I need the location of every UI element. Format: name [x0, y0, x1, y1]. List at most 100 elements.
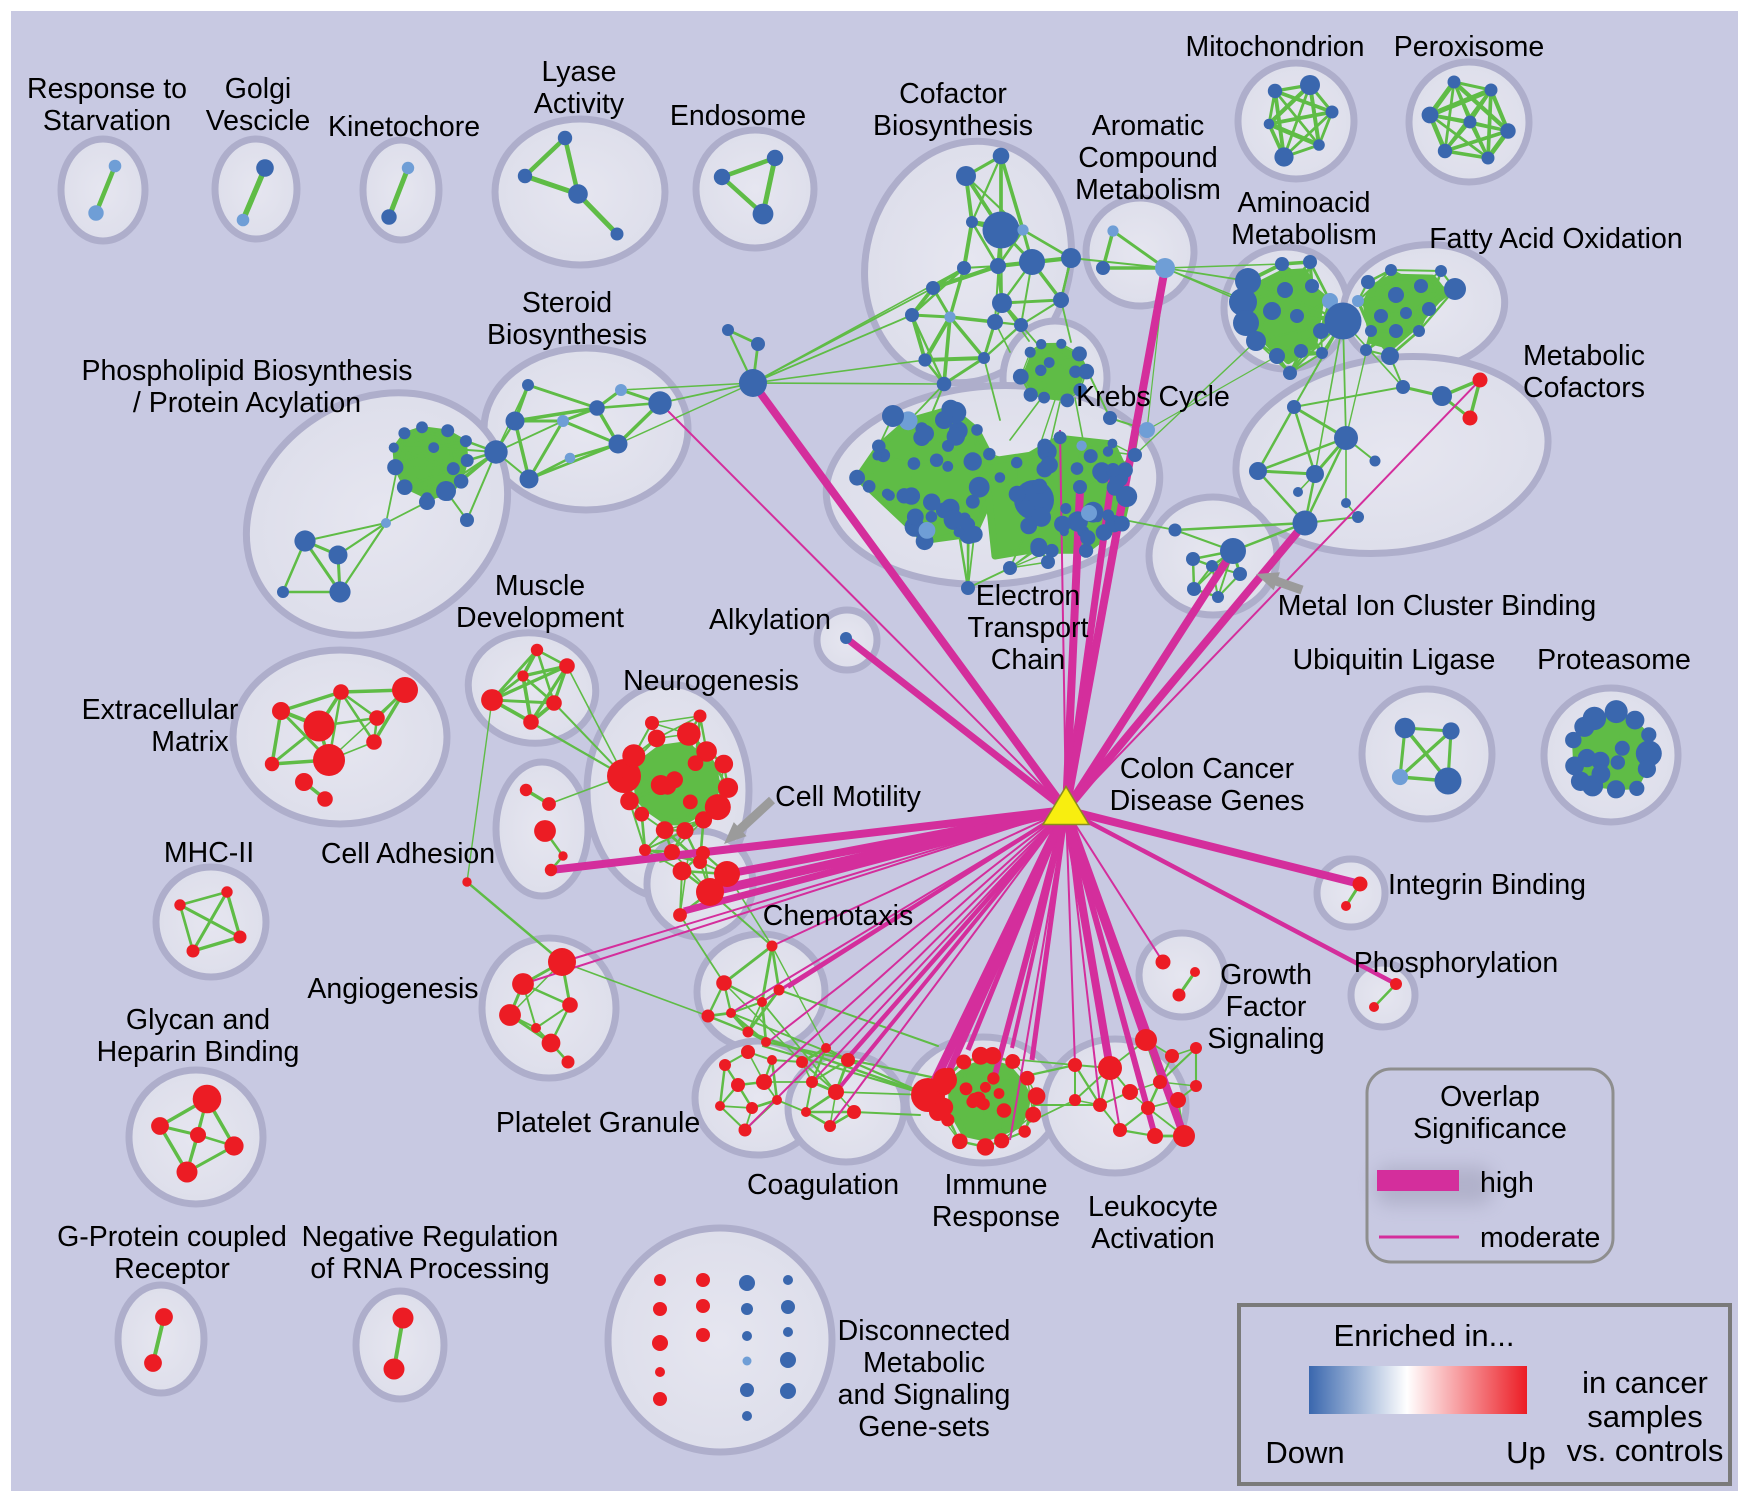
edge-phospholipid [385, 432, 406, 524]
gene-set-node-lightblue [944, 311, 956, 323]
edge-cofactor-biosynthesis [942, 356, 986, 386]
overlap-edge-moderate [744, 809, 1067, 1131]
cluster-label-proteasome: Proteasome [1537, 644, 1691, 676]
overlap-edge-moderate [761, 809, 1067, 1003]
edge-platelet-granule [718, 1063, 727, 1108]
gene-set-node-blue [1300, 75, 1320, 95]
gene-set-node-red [186, 944, 200, 958]
gene-set-node-lightblue [1391, 768, 1409, 786]
gene-set-node-lightblue [742, 1356, 752, 1366]
cluster-label-negative-regulation-rna: of RNA Processing [310, 1253, 549, 1285]
gene-set-node-red [687, 755, 704, 771]
gene-set-node-red [664, 844, 680, 860]
gene-set-node-blue [1187, 582, 1201, 596]
cluster-label-golgi-vescicle: Vescicle [206, 105, 311, 137]
gene-set-node-red [993, 1088, 1005, 1099]
inter-cluster-edge [566, 665, 625, 777]
overlap-edge-moderate [522, 809, 1067, 985]
gene-set-node-blue [1292, 510, 1318, 536]
edge-cofactor-biosynthesis [970, 154, 1003, 224]
gene-set-node-blue [1220, 538, 1246, 564]
inter-cluster-edge [1164, 263, 1283, 269]
gene-set-node-blue [1414, 279, 1428, 293]
cluster-label-immune-response: Immune [945, 1169, 1048, 1201]
legend-overlap-title: Overlap [1440, 1081, 1540, 1113]
inter-cluster-edge [495, 420, 564, 453]
cluster-label-golgi-vescicle: Golgi [225, 73, 292, 105]
gene-set-node-red [742, 1026, 754, 1038]
gene-set-node-red [731, 1078, 745, 1092]
cluster-label-coagulation: Coagulation [747, 1169, 899, 1201]
cluster-label-electron-transport-chain: Electron [976, 580, 1081, 612]
legend-enriched-caption: in cancer [1582, 1365, 1708, 1400]
gene-set-node-red [1341, 901, 1351, 911]
gene-set-node-lightblue [615, 384, 627, 396]
gene-set-node-blue [1019, 249, 1045, 275]
legend-high-bar [1377, 1170, 1459, 1191]
edge-mhc-ii [178, 903, 242, 939]
gene-set-node-red [824, 1120, 836, 1132]
gene-set-node-blue [1040, 456, 1058, 474]
gene-set-node-blue [1293, 487, 1303, 497]
gene-set-node-red [696, 1328, 710, 1342]
gene-set-node-red [1018, 1125, 1031, 1138]
legend-gradient-bar [1309, 1366, 1527, 1414]
overlap-edge-high [1065, 806, 1361, 888]
gene-set-node-blue [1031, 507, 1052, 527]
cluster-label-steroid-biosynthesis: Steroid [522, 287, 612, 319]
gene-set-node-blue [1316, 347, 1328, 359]
legend-high-label: high [1480, 1167, 1534, 1199]
inter-cluster-edge [1070, 257, 1166, 269]
gene-set-node-blue [1060, 503, 1072, 514]
cluster-label-neurogenesis: Neurogenesis [623, 665, 799, 697]
gene-set-node-blue [840, 632, 852, 644]
cluster-label-lyase-activity: Activity [534, 88, 625, 120]
edge-phospholipid [403, 467, 455, 489]
gene-set-node-red [176, 1161, 198, 1183]
gene-set-node-blue [943, 509, 964, 530]
gene-set-node-blue [739, 369, 767, 397]
gene-set-node-blue [388, 442, 399, 453]
gene-set-node-red [1170, 1092, 1186, 1108]
gene-set-node-red [546, 695, 562, 711]
inter-cluster-edge [983, 357, 1001, 421]
overlap-edge-high [749, 380, 1070, 813]
edge-mitochondrion [1266, 121, 1322, 148]
gene-set-node-blue [453, 474, 469, 489]
gene-set-node-red [1462, 410, 1478, 426]
legend-overlap-box [1365, 1067, 1615, 1264]
legend-moderate-label: moderate [1480, 1222, 1600, 1254]
gene-set-node-red [548, 948, 576, 976]
gene-set-node-red [696, 1299, 710, 1313]
edge-mhc-ii [191, 935, 242, 953]
gene-set-node-blue [294, 530, 316, 552]
gene-set-node-blue [1463, 115, 1477, 129]
gene-set-node-blue [1128, 448, 1142, 462]
inter-cluster-edge [761, 1044, 930, 1097]
cluster-label-immune-response: Response [932, 1201, 1060, 1233]
edge-golgi-vescicle [240, 165, 268, 223]
gene-set-node-blue [1043, 357, 1055, 368]
gene-set-node-red [620, 791, 639, 811]
gene-set-node-red [672, 861, 692, 881]
gene-set-node-red [987, 1072, 1000, 1085]
cluster-label-leukocyte-activation: Leukocyte [1088, 1191, 1218, 1223]
gene-set-node-red [544, 863, 558, 877]
gene-set-node-red [933, 1068, 957, 1092]
cluster-label-phosphorylation: Phosphorylation [1354, 947, 1558, 979]
gene-set-node-red [531, 1023, 541, 1033]
gene-set-node-blue [742, 1411, 752, 1421]
gene-set-node-blue [1381, 347, 1399, 365]
gene-set-node-blue [419, 494, 435, 510]
edge-metabolic-cofactors [1256, 469, 1317, 476]
legend-enriched-box [1237, 1303, 1732, 1486]
cluster-label-endosome: Endosome [670, 100, 806, 132]
gene-set-node-lightblue [1076, 440, 1087, 451]
gene-set-node-blue [1313, 323, 1329, 339]
cluster-label-disconnected: and Signaling [838, 1379, 1011, 1411]
inter-cluster-edge [1134, 340, 1257, 456]
edge-chemotaxis [722, 944, 774, 985]
gene-set-node-blue [1107, 438, 1118, 449]
gene-set-node-blue [906, 508, 924, 526]
gene-set-node-red [561, 1055, 575, 1069]
